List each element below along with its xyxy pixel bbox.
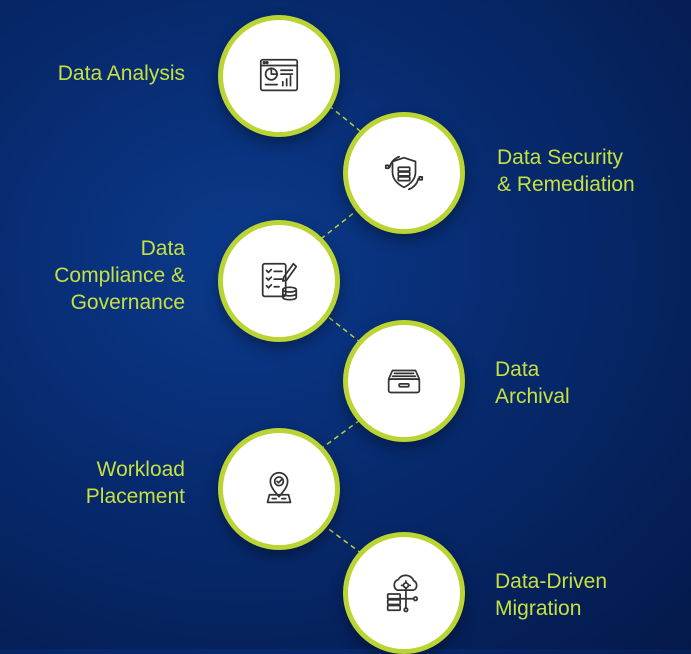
location-pin-icon [266, 471, 292, 504]
cloud-migration-icon [386, 574, 419, 613]
connector-4-5 [321, 419, 361, 449]
step-5-label: Workload Placement [85, 458, 185, 508]
compliance-checklist-icon [261, 262, 298, 301]
step-3-node [218, 220, 340, 342]
step-5-node [218, 428, 340, 550]
archive-box-icon [387, 369, 421, 394]
step-4-node [343, 320, 465, 442]
step-2-label: Data Security & Remediation [497, 146, 635, 196]
step-6-label: Data-Driven Migration [495, 570, 608, 620]
step-1-label: Data Analysis [57, 62, 185, 85]
step-1-node [218, 15, 340, 137]
step-3-label: Data Compliance & Governance [54, 237, 185, 314]
security-shield-icon [384, 155, 424, 191]
connector-2-3 [321, 207, 361, 239]
step-2-node [343, 112, 465, 234]
step-4-label: Data Archival [495, 358, 570, 408]
step-6-node [343, 532, 465, 654]
analytics-dashboard-icon [259, 58, 299, 92]
